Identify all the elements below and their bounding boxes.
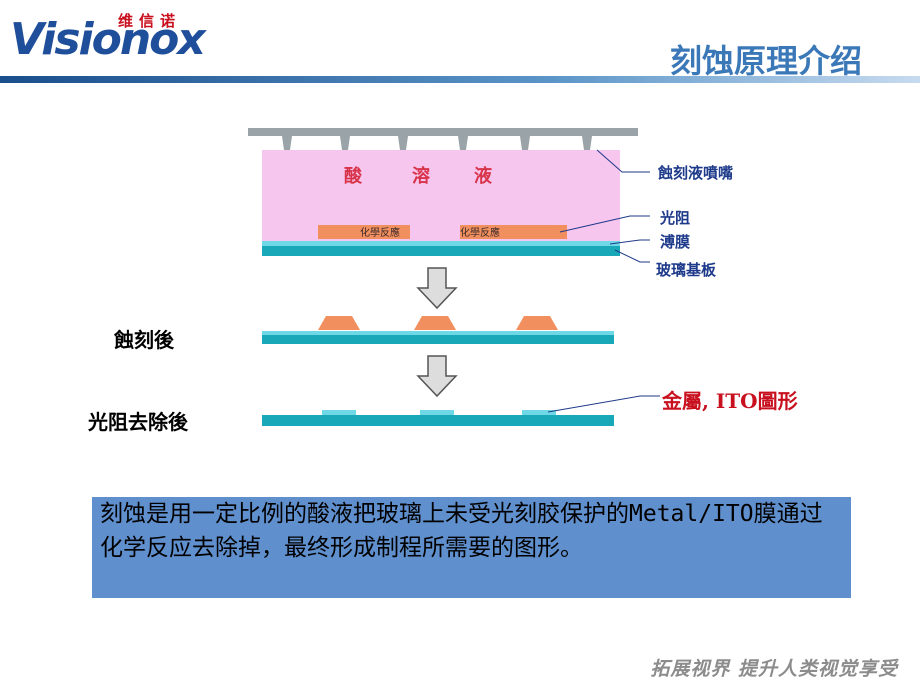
nozzles [282,136,592,150]
acid-label-2: 溶 [412,165,430,187]
thin-film [262,241,620,246]
title-underline [0,76,920,83]
metal-pattern [322,410,356,415]
etched-photoresist [414,316,456,330]
glass-substrate-etched [262,335,614,344]
etched-photoresist [318,316,360,330]
nozzle-callout-line [596,149,650,173]
after-strip-label: 光阻去除後 [88,410,188,434]
nozzle-bar [248,128,638,136]
reaction-label-2: 化學反應 [460,226,500,239]
note-text: 刻蚀是用一定比例的酸液把玻璃上未受光刻胶保护的Metal/ITO膜通过化学反应去… [100,501,823,561]
glass-substrate-label: 玻璃基板 [656,261,717,279]
glass-substrate [262,246,620,256]
photoresist-callout-line [559,215,650,233]
logo-chinese: 维信诺 [118,12,182,30]
after-etch-label: 蝕刻後 [114,328,174,352]
note-background [92,497,851,598]
logo-wordmark: Visionox [10,14,206,65]
footer-slogan: 拓展视界 提升人类视觉享受 [650,658,898,680]
metal-callout-line [547,395,660,413]
thin-film-etched [262,331,614,335]
film-callout-line [609,239,650,245]
metal-pattern [522,410,556,415]
film-label: 溥膜 [660,233,691,251]
metal-pattern [420,410,454,415]
reaction-label-1: 化學反應 [360,226,400,239]
photoresist-label: 光阻 [660,209,691,227]
nozzle-label: 蝕刻液噴嘴 [658,164,734,182]
acid-label-3: 液 [474,165,493,187]
glass-callout-line [614,249,650,263]
acid-label-1: 酸 [344,165,363,187]
process-arrow-1 [416,267,458,310]
photoresist-pad [527,225,567,239]
slide-title: 刻蚀原理介绍 [669,42,862,80]
etched-photoresist [516,316,558,330]
metal-ito-label: 金屬, ITO圖形 [662,389,798,413]
glass-substrate-final [262,415,614,426]
photoresist-pad [318,225,410,239]
process-arrow-2 [416,355,458,398]
